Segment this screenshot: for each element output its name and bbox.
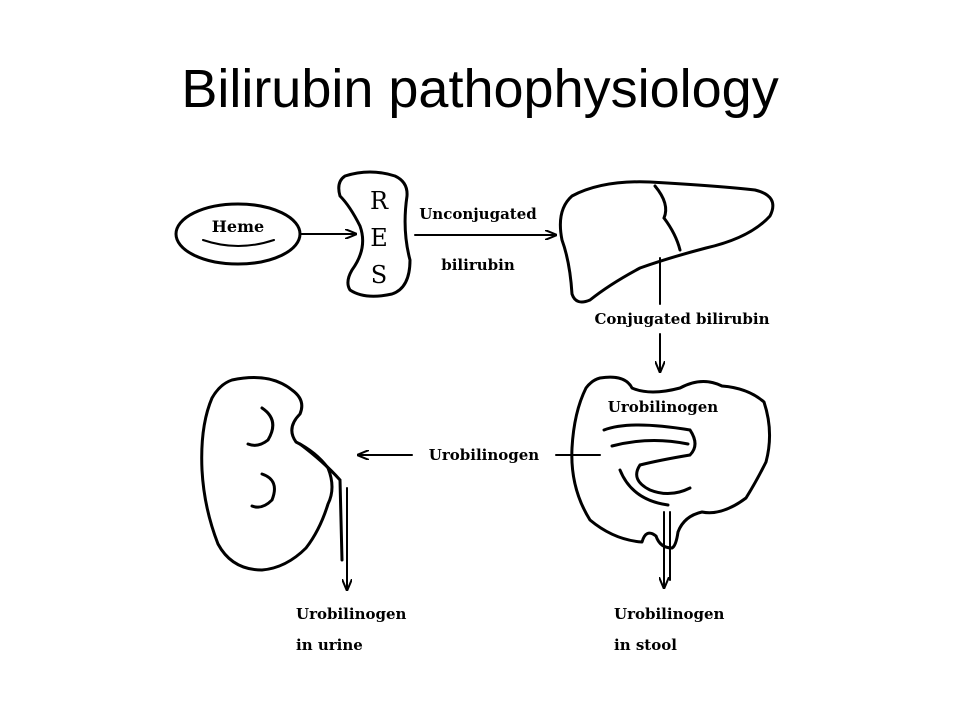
res-shape	[337, 170, 412, 298]
kidney-calyx-lower	[250, 472, 276, 509]
kidney-calyx-upper	[246, 406, 275, 447]
intestine-node: Urobilinogen	[570, 375, 771, 550]
res-letter-e: E	[370, 224, 388, 252]
heme-node: Heme	[174, 202, 302, 266]
intestine-inner-coil	[602, 423, 697, 495]
slide-title: Bilirubin pathophysiology	[181, 59, 779, 119]
heme-underline	[202, 239, 275, 247]
urobilinogen-mid-label: Urobilinogen	[429, 446, 540, 464]
res-letter-r: R	[370, 187, 389, 215]
kidney-ureter	[298, 442, 344, 562]
urine-label-line1: Urobilinogen	[296, 605, 407, 623]
heme-label: Heme	[212, 217, 264, 236]
res-letter-s: S	[371, 261, 387, 289]
liver-shape	[558, 180, 775, 304]
kidney-shape	[200, 376, 334, 572]
intestine-shape	[570, 375, 771, 550]
kidney-node	[200, 376, 344, 572]
urobilinogen-gut-label: Urobilinogen	[608, 398, 719, 416]
unconjugated-label: Unconjugated	[419, 205, 537, 223]
res-node: R E S	[337, 170, 412, 298]
urine-label-line2: in urine	[296, 636, 363, 654]
conjugated-label: Conjugated bilirubin	[594, 310, 769, 328]
intestine-inner-coil-2	[610, 438, 690, 507]
unconjugated-label-line2: bilirubin	[441, 256, 515, 274]
liver-lobe-line	[653, 184, 682, 252]
stool-label-line2: in stool	[614, 636, 677, 654]
liver-node	[558, 180, 775, 304]
stool-label-line1: Urobilinogen	[614, 605, 725, 623]
